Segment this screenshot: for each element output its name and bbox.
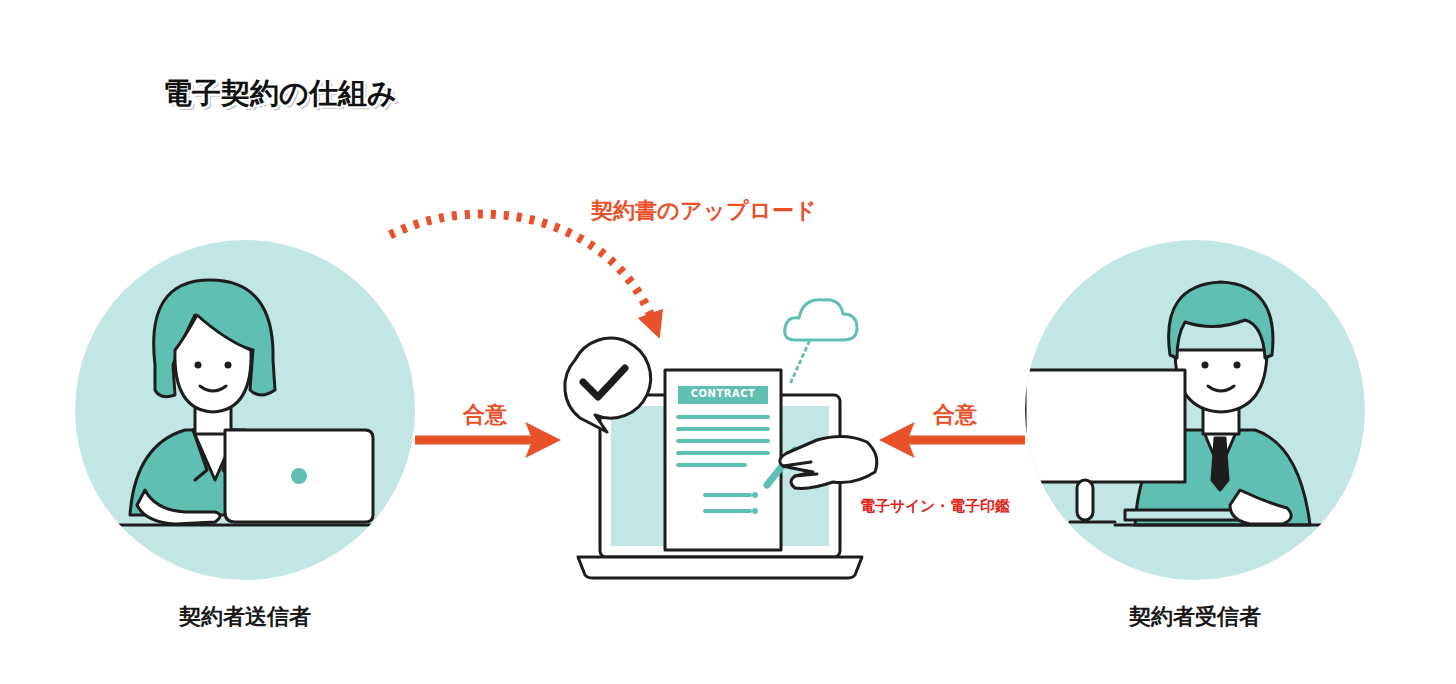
edge-label: 合意 (460, 400, 510, 430)
person-caption: 契約者受信者 (1005, 602, 1385, 632)
contract-laptop-illustration (555, 320, 885, 580)
contract-laptop: CONTRACT (555, 320, 885, 580)
sender-circle-illustration (75, 240, 415, 580)
person-caption: 契約者送信者 (55, 602, 435, 632)
receiver-circle-illustration (1025, 240, 1365, 580)
flow-arrow (415, 436, 545, 445)
contract-heading: CONTRACT (678, 388, 768, 399)
diagram-title: 電子契約の仕組み (163, 74, 397, 114)
edge-label: 契約書のアップロード (588, 196, 820, 226)
stamp-label: 電子サイン・電子印鑑 (858, 497, 1012, 516)
edge-label: 合意 (930, 400, 980, 430)
sender-circle: 契約者送信者 (75, 240, 415, 580)
flow-arrow (895, 436, 1025, 445)
flow-arrow (390, 214, 655, 326)
receiver-circle: 契約者受信者 (1025, 240, 1365, 580)
